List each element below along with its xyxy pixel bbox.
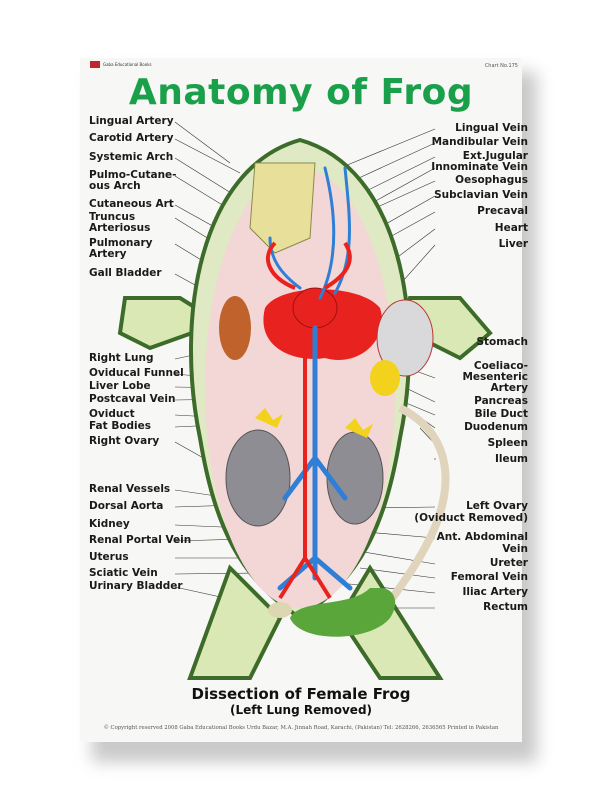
leader-line xyxy=(174,121,231,164)
structure-left-label: Right Ovary xyxy=(89,435,160,447)
right-ovary xyxy=(225,429,291,527)
copyright-line: © Copyright reserved 2008 Gaba Education… xyxy=(103,725,499,731)
structure-left-label: Artery xyxy=(89,248,127,260)
structure-right-label: Stomach xyxy=(476,336,528,348)
structure-right-label: Precaval xyxy=(477,205,528,217)
structure-left-label: Right Lung xyxy=(89,352,154,364)
leader-line xyxy=(347,142,436,184)
structure-right-label: Mandibular Vein xyxy=(431,136,528,148)
frog-dissection-illustration xyxy=(117,121,493,680)
structure-left-label: Cutaneous Art xyxy=(89,198,174,210)
page-title: Anatomy of Frog xyxy=(128,72,474,113)
publisher-logo: Gaba Educational Books xyxy=(90,61,152,68)
structure-left-label: Pulmo-Cutane- xyxy=(89,169,177,181)
structure-left-label: ous Arch xyxy=(89,180,141,192)
structure-left-label: Lingual Artery xyxy=(89,115,174,127)
urinary-bladder xyxy=(268,602,292,618)
logo-mark-icon xyxy=(90,61,100,68)
rectum xyxy=(290,588,396,637)
structure-left-label: Dorsal Aorta xyxy=(89,500,164,512)
structure-left-label: Pulmonary xyxy=(89,237,153,249)
structure-left-label: Renal Portal Vein xyxy=(89,534,192,546)
structure-right-label: Ileum xyxy=(494,453,528,465)
subtitle-note: (Left Lung Removed) xyxy=(229,703,373,717)
structure-right-label: Oesophagus xyxy=(455,174,528,186)
structure-left-label: Sciatic Vein xyxy=(89,567,158,579)
fat-bodies xyxy=(255,408,373,438)
leader-line xyxy=(174,572,261,575)
stomach xyxy=(376,299,434,377)
structure-right-label: Rectum xyxy=(483,601,528,613)
leader-line xyxy=(174,138,241,174)
structure-left-label: Uterus xyxy=(89,551,129,563)
structure-right-label: Iliac Artery xyxy=(462,586,528,598)
structure-right-label: Left Ovary xyxy=(466,500,528,512)
structure-right-label: Ureter xyxy=(489,557,528,569)
leader-line xyxy=(339,128,436,169)
structure-right-label: Coeliaco- xyxy=(473,360,528,372)
leader-line xyxy=(339,582,436,594)
structure-left-label: Gall Bladder xyxy=(89,267,162,279)
structure-right-label: Ext.Jugular xyxy=(462,150,528,162)
structure-left-label: Urinary Bladder xyxy=(89,580,183,592)
arteries xyxy=(265,241,352,600)
structure-right-label: Liver xyxy=(498,238,528,250)
structure-right-label: Spleen xyxy=(487,437,528,449)
structure-right-label: Pancreas xyxy=(474,395,528,407)
subtitle: Dissection of Female Frog xyxy=(191,685,411,703)
structure-right-label: Mesenteric xyxy=(462,371,528,383)
structure-left-label: Liver Lobe xyxy=(89,380,151,392)
structure-right-label: Duodenum xyxy=(464,421,528,433)
veins xyxy=(268,166,353,591)
publisher-name: Gaba Educational Books xyxy=(103,61,152,67)
left-hindlimb xyxy=(187,564,283,680)
structure-right-label: Vein xyxy=(502,543,528,555)
structure-right-label: Heart xyxy=(494,222,528,234)
structure-left-label: Postcaval Vein xyxy=(89,393,176,405)
chart-number: Chart No.175 xyxy=(484,63,518,69)
structure-right-label: (Oviduct Removed) xyxy=(414,512,528,524)
poster: Gaba Educational Books Chart No.175 Anat… xyxy=(80,58,528,742)
structure-right-label: Lingual Vein xyxy=(455,122,528,134)
structure-left-label: Fat Bodies xyxy=(89,420,152,432)
structure-right-label: Subclavian Vein xyxy=(434,189,528,201)
structure-left-label: Oviducal Funnel xyxy=(89,367,184,379)
right-lung xyxy=(219,296,251,360)
structure-right-label: Bile Duct xyxy=(474,408,528,420)
ileum xyxy=(376,404,450,620)
structure-right-label: Ant. Abdominal xyxy=(436,531,528,543)
structure-left-label: Arteriosus xyxy=(89,222,151,234)
structure-left-label: Kidney xyxy=(89,518,130,530)
structure-left-label: Carotid Artery xyxy=(89,132,174,144)
structure-right-label: Femoral Vein xyxy=(450,571,528,583)
pancreas xyxy=(370,360,400,396)
structure-right-label: Artery xyxy=(490,382,528,394)
structure-right-label: Innominate Vein xyxy=(431,161,528,173)
structure-left-label: Oviduct xyxy=(89,408,135,420)
mouth-region xyxy=(249,162,316,254)
structure-left-label: Renal Vessels xyxy=(89,483,171,495)
structure-left-label: Truncus xyxy=(89,211,136,223)
structure-left-label: Systemic Arch xyxy=(89,151,174,163)
